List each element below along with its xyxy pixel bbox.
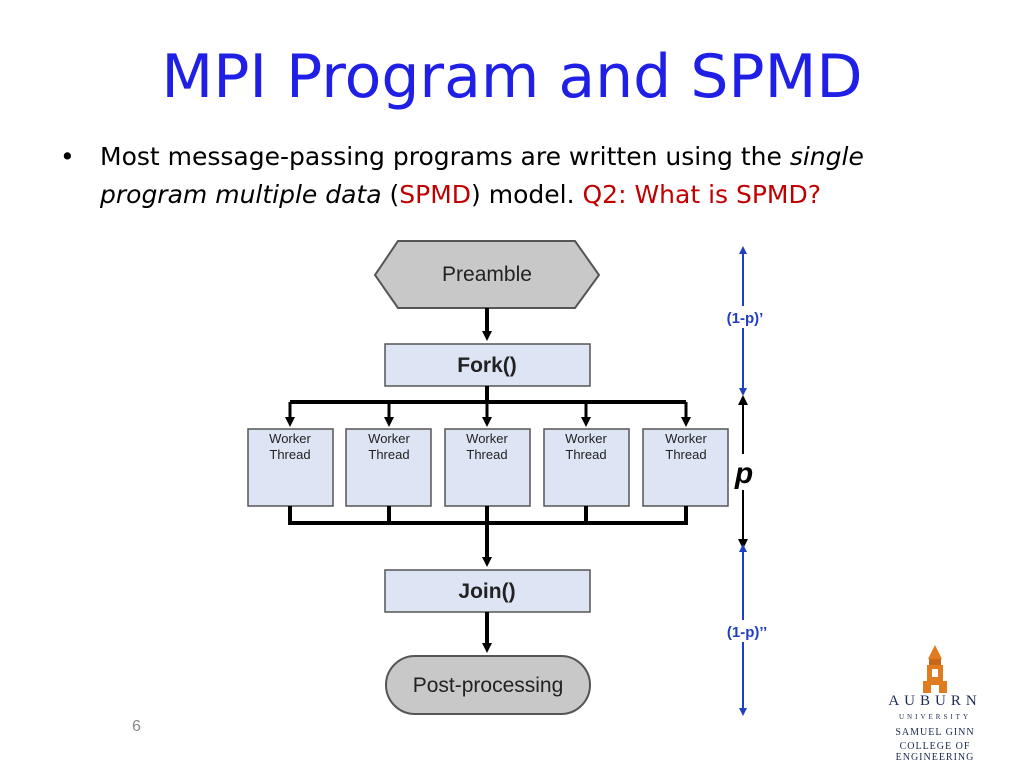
worker-thread: Worker Thread — [444, 428, 531, 507]
scale-top-label: (1-p)’ — [727, 310, 764, 327]
logo-name: AUBURN — [888, 693, 982, 709]
scale-top-label-bg — [720, 306, 780, 328]
worker-label-line1: Worker — [565, 431, 607, 446]
worker-label-line2: Thread — [466, 447, 507, 462]
fork-label: Fork() — [457, 354, 517, 377]
worker-label-line1: Worker — [466, 431, 508, 446]
worker-label-line2: Thread — [269, 447, 310, 462]
join-label: Join() — [458, 580, 515, 603]
worker-label-line2: Thread — [368, 447, 409, 462]
worker-thread: Worker Thread — [247, 428, 334, 507]
auburn-logo: AUBURN UNIVERSITY SAMUEL GINN COLLEGE OF… — [860, 645, 1010, 763]
worker-label-line2: Thread — [565, 447, 606, 462]
bullet-text-part: ( — [381, 180, 400, 209]
bullet-text-italic: single program multiple data — [100, 142, 864, 209]
worker-thread: Worker Thread — [345, 428, 432, 507]
worker-label-line1: Worker — [368, 431, 410, 446]
bullet-text-part: Most message-passing programs are writte… — [100, 142, 790, 171]
worker-thread: Worker Thread — [543, 428, 630, 507]
fork-box — [384, 343, 591, 387]
tower-icon — [923, 645, 947, 693]
spmd-highlight: SPMD — [399, 180, 472, 209]
slide-title: MPI Program and SPMD — [161, 42, 863, 112]
worker-label-line1: Worker — [665, 431, 707, 446]
question-highlight: Q2: What is SPMD? — [582, 180, 822, 209]
scale-middle-label-bg — [730, 454, 758, 490]
logo-university: UNIVERSITY — [899, 713, 971, 721]
slide-number: 6 — [132, 718, 141, 735]
worker-label-line2: Thread — [665, 447, 706, 462]
post-processing-label: Post-processing — [413, 674, 564, 697]
worker-thread: Worker Thread — [642, 428, 729, 507]
bullet-marker: • — [60, 142, 75, 171]
post-processing-shape — [385, 655, 591, 715]
logo-school: SAMUEL GINN — [895, 727, 975, 738]
logo-college: COLLEGE OF ENGINEERING — [895, 741, 975, 763]
bullet-text: Most message-passing programs are writte… — [100, 138, 950, 214]
scale-middle-label: p — [734, 457, 753, 490]
scale-bottom-label: (1-p)’’ — [727, 624, 767, 641]
worker-label-line1: Worker — [269, 431, 311, 446]
preamble-shape — [373, 240, 601, 309]
scale-bottom-label-bg — [718, 620, 782, 642]
join-box — [384, 569, 591, 613]
preamble-label: Preamble — [442, 263, 532, 286]
bullet-text-part: ) model. — [471, 180, 583, 209]
